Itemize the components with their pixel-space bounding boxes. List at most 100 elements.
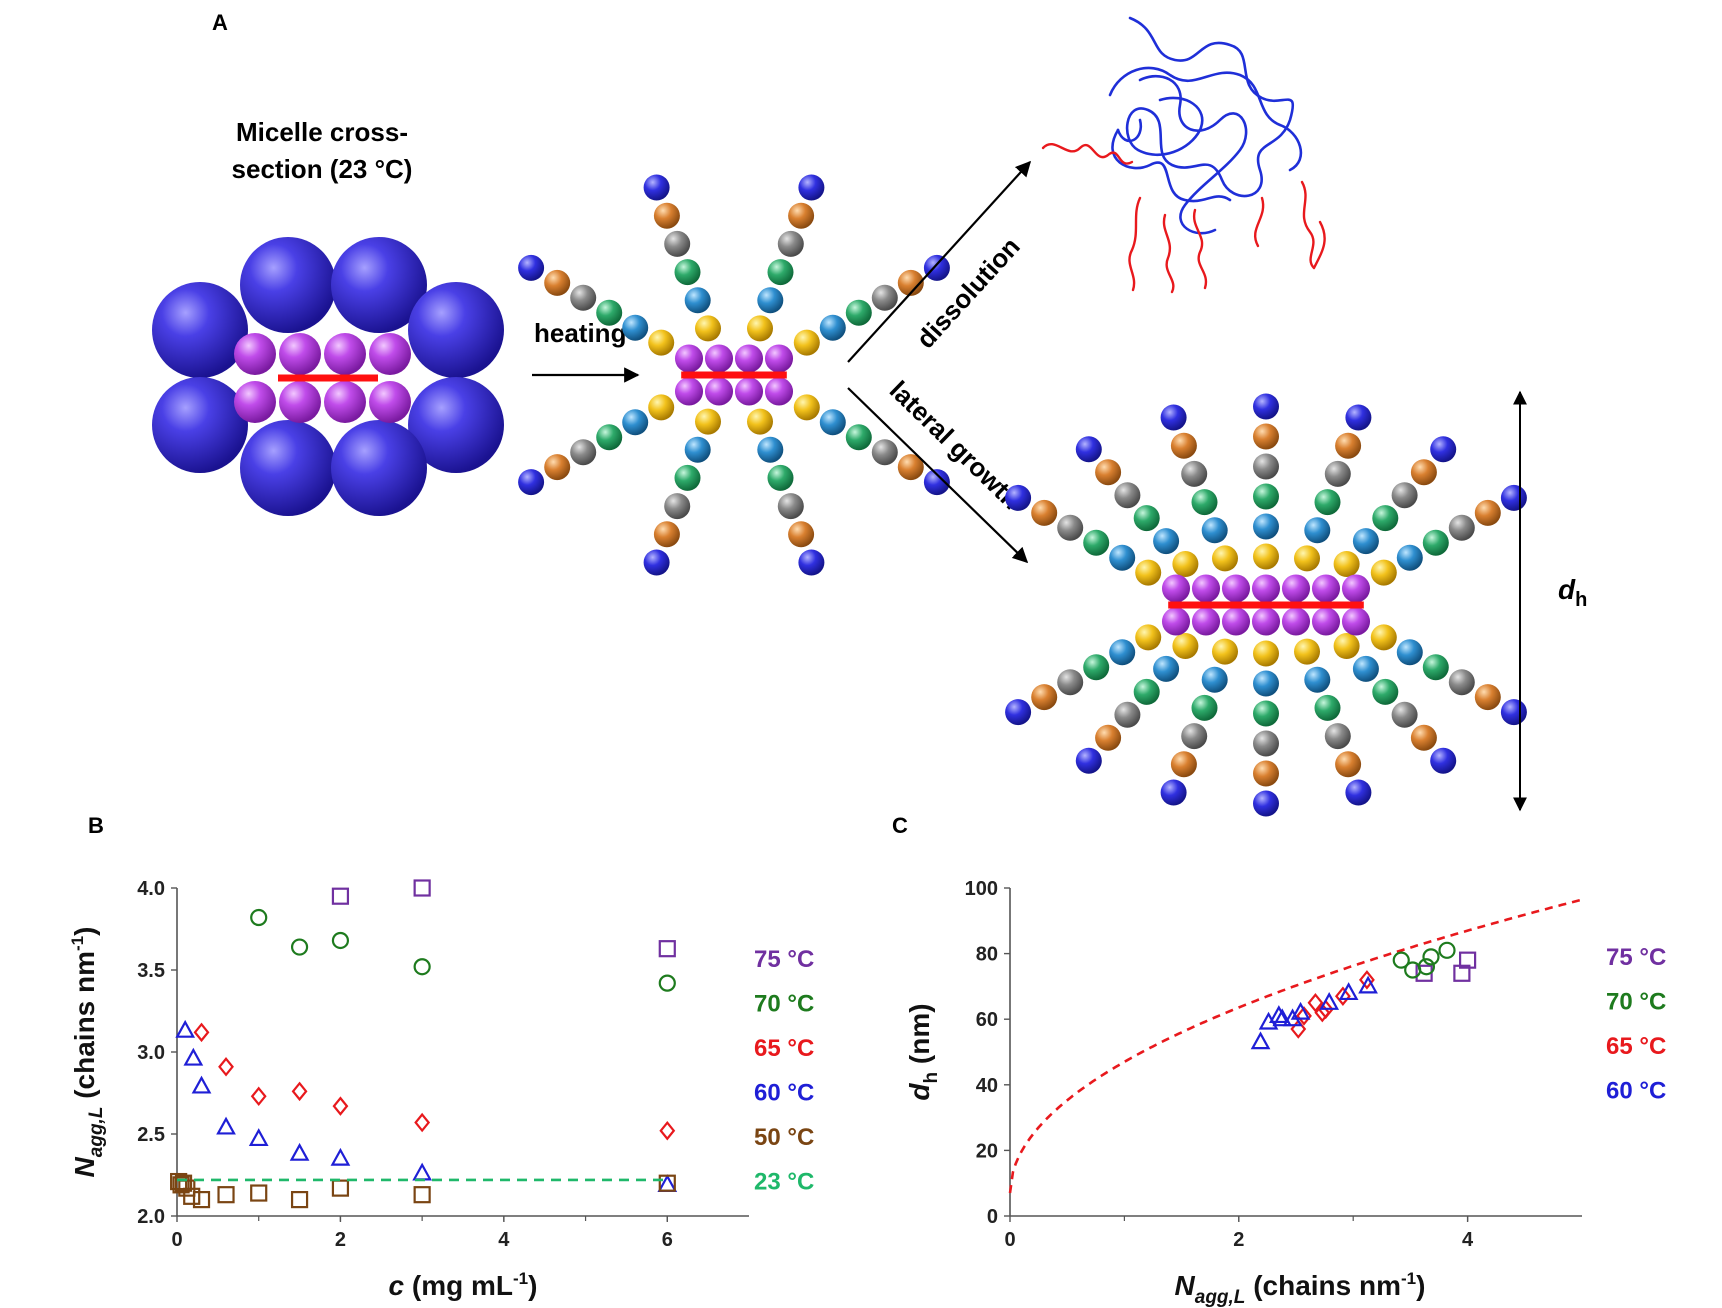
core-sphere [279, 333, 321, 375]
chain-bead [1005, 484, 1032, 511]
chain-bead [1314, 489, 1341, 516]
chain-bead [1294, 545, 1320, 572]
data-point [331, 1179, 350, 1197]
data-point [250, 908, 268, 927]
chain-bead [1430, 747, 1457, 774]
core-sphere [1341, 574, 1371, 603]
data-point [217, 1186, 235, 1204]
data-point [183, 1047, 204, 1066]
core-sphere [1341, 607, 1371, 636]
chain-bead [1135, 624, 1162, 651]
data-point [1334, 986, 1351, 1006]
chain-bead [1345, 404, 1372, 431]
corona-sphere [331, 420, 427, 516]
y-axis-label: Nagg,L (chains nm-1) [68, 927, 107, 1178]
data-point [1338, 982, 1359, 1001]
legend-entry: 60 °C [1606, 1078, 1666, 1105]
data-point [192, 1190, 211, 1209]
legend-entry: 75 °C [754, 946, 814, 973]
chain-bead [1095, 724, 1122, 751]
core-sphere [1311, 607, 1341, 636]
chain-bead [653, 521, 680, 548]
chain-bead [1191, 489, 1218, 516]
data-point [413, 958, 431, 976]
data-point [1290, 1019, 1307, 1039]
chain-bead [684, 436, 711, 463]
chain-bead [1057, 514, 1084, 541]
chain-bead [1391, 482, 1418, 509]
data-point [1358, 975, 1378, 994]
data-point [1453, 964, 1471, 982]
chain-bead [1410, 459, 1437, 486]
chain-bead [1253, 670, 1279, 697]
legend-entry: 65 °C [754, 1035, 814, 1062]
chain-bead [767, 259, 794, 286]
chain-bead [1172, 551, 1199, 577]
chain-bead [1133, 678, 1160, 705]
core-sphere [1251, 607, 1281, 636]
legend-entry: 60 °C [754, 1080, 814, 1107]
chain-bead [1294, 638, 1320, 665]
core-sphere [704, 377, 734, 406]
core-sphere [369, 333, 411, 375]
data-point [1422, 948, 1440, 966]
chain-bead [1474, 684, 1501, 711]
data-point [658, 940, 676, 958]
data-point [289, 1142, 310, 1161]
y-tick-label: 80 [976, 944, 998, 966]
chain-bead [643, 549, 670, 576]
core-sphere [1281, 574, 1311, 603]
x-tick-label: 4 [1462, 1229, 1474, 1251]
core-sphere [674, 344, 704, 373]
core-sphere [324, 381, 366, 423]
chain-bead [788, 521, 815, 548]
chain-bead [767, 464, 794, 491]
chain-bead [1345, 779, 1372, 806]
data-point [248, 1128, 269, 1147]
x-tick-label: 2 [1233, 1229, 1244, 1251]
chain-bead [1201, 517, 1228, 544]
core-sphere [1221, 607, 1251, 636]
chain-bead [1181, 460, 1208, 487]
chain-bead [1370, 559, 1397, 586]
chain-bead [747, 315, 773, 342]
chain-bead [1253, 640, 1279, 667]
chain-bead [695, 408, 721, 435]
corona-sphere [152, 377, 248, 473]
chain-bead [1253, 483, 1279, 510]
data-point [658, 1174, 676, 1192]
chain-bead [1031, 684, 1058, 711]
chain-bead [798, 549, 825, 576]
corona-sphere [408, 377, 504, 473]
chain-bead [871, 439, 898, 466]
data-point [1314, 1002, 1331, 1023]
data-point [1417, 958, 1436, 976]
micelle-title-line1: Micelle cross- [236, 117, 408, 147]
chain-bead [1253, 700, 1279, 727]
chain-bead [1170, 751, 1197, 778]
chain-bead [1253, 543, 1279, 570]
data-point [659, 1120, 676, 1141]
chain-bead [1181, 723, 1208, 750]
chain-bead [923, 254, 950, 281]
chain-bead [1172, 633, 1199, 659]
corona-sphere [408, 282, 504, 378]
chain-bead [596, 299, 623, 326]
chain-bead [1083, 654, 1110, 681]
core-sphere [1221, 574, 1251, 603]
dissolved-chains [1041, 16, 1326, 294]
chain-bead [648, 329, 675, 356]
x-tick-label: 6 [662, 1229, 673, 1251]
chain-bead [1253, 513, 1279, 540]
data-point [1296, 1006, 1312, 1026]
chain-bead [897, 454, 924, 481]
legend-entry: 70 °C [1606, 989, 1666, 1016]
data-point [172, 1176, 190, 1194]
data-point [1272, 1008, 1293, 1027]
data-point [193, 1022, 210, 1043]
legend-entry: 23 °C [754, 1169, 814, 1196]
data-point [331, 931, 350, 950]
core-sphere [674, 377, 704, 406]
chain-bead [819, 314, 846, 341]
y-tick-label: 20 [976, 1140, 998, 1162]
